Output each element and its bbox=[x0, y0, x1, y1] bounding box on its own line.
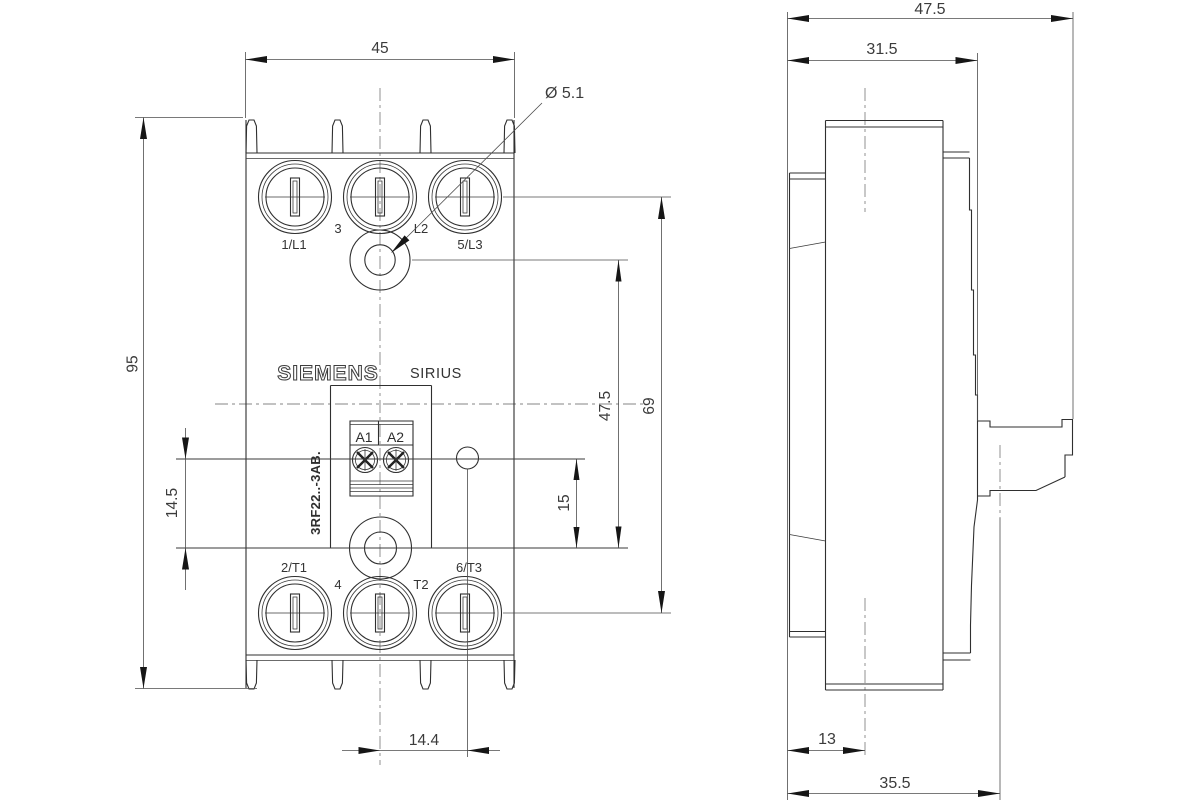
mounting-lug bbox=[245, 659, 258, 690]
brand-logo: SIEMENS bbox=[277, 362, 379, 385]
dim-text-block-to-hole: 14.5 bbox=[164, 488, 181, 518]
dim-depth-overall: 47.5 bbox=[787, 1, 1073, 22]
terminal-label: 6/T3 bbox=[456, 560, 482, 575]
top-mounting-hole bbox=[364, 244, 396, 276]
mounting-lug bbox=[331, 119, 344, 154]
dim-text-hole-spacing: 47.5 bbox=[597, 391, 614, 421]
terminal-label: 3 bbox=[334, 221, 341, 236]
dim-aux-offset: 14.4 bbox=[342, 732, 500, 754]
terminal-label: 5/L3 bbox=[457, 237, 482, 252]
terminal-label: 2/T1 bbox=[281, 560, 307, 575]
dim-front-height: 95 bbox=[125, 117, 257, 689]
dim-text-hole-diameter: Ø 5.1 bbox=[545, 85, 584, 102]
mounting-lug bbox=[245, 119, 258, 154]
terminal-label: 1/L1 bbox=[281, 237, 306, 252]
dim-text-aux-to-hole: 15 bbox=[556, 494, 573, 511]
coil-terminal-label-a1: A1 bbox=[355, 429, 372, 445]
terminal-label: T2 bbox=[413, 577, 428, 592]
mounting-lug bbox=[419, 659, 432, 690]
side-front-cover bbox=[788, 172, 826, 638]
side-centerlines bbox=[864, 88, 1001, 758]
dim-text-height: 95 bbox=[125, 355, 142, 372]
dim-front-width: 45 bbox=[245, 40, 515, 118]
terminal-label: L2 bbox=[414, 221, 428, 236]
coil-screw-a2 bbox=[382, 446, 410, 474]
dim-text-rail-axis: 35.5 bbox=[879, 775, 910, 792]
side-extension-lines bbox=[787, 12, 1074, 800]
front-centerlines bbox=[215, 88, 645, 765]
dim-text-depth-body: 31.5 bbox=[866, 41, 897, 58]
mounting-lug bbox=[503, 119, 516, 154]
hole-diameter-callout: Ø 5.1 bbox=[391, 85, 584, 253]
dim-text-depth-overall: 47.5 bbox=[914, 1, 945, 18]
front-body-outline bbox=[245, 119, 516, 690]
side-body-outline bbox=[824, 119, 944, 691]
model-number: 3RF22..-3AB. bbox=[308, 451, 323, 535]
dim-terminal-spacing: 69 bbox=[641, 197, 665, 613]
power-terminals: 1/L1 3 L2 5/L3 2/T1 4 T2 6/T3 bbox=[257, 159, 503, 651]
dim-text-aux-offset: 14.4 bbox=[409, 732, 440, 749]
coil-screw-a1 bbox=[351, 446, 379, 474]
terminal-6T3 bbox=[427, 575, 503, 651]
dim-text-screw-axis: 13 bbox=[818, 731, 836, 748]
terminal-2T1 bbox=[257, 575, 333, 651]
dim-hole-spacing: 47.5 bbox=[597, 260, 622, 548]
mounting-holes bbox=[348, 229, 413, 580]
terminal-1L1 bbox=[257, 159, 333, 235]
dim-rail-axis: 35.5 bbox=[787, 775, 1000, 797]
mounting-lug bbox=[419, 119, 432, 154]
dim-block-to-hole: 14.5 bbox=[164, 428, 189, 590]
dim-depth-body: 31.5 bbox=[787, 41, 978, 64]
dim-aux-to-hole: 15 bbox=[556, 459, 580, 548]
mounting-lug bbox=[503, 659, 516, 690]
terminal-label: 4 bbox=[334, 577, 341, 592]
coil-terminal-block: A1 A2 3RF22..-3AB. bbox=[308, 384, 433, 548]
terminal-5L3 bbox=[427, 159, 503, 235]
side-view: 47.5 31.5 13 35.5 bbox=[787, 1, 1074, 800]
top-mounting-hole-boss bbox=[349, 229, 411, 291]
auxiliary-hole bbox=[455, 446, 480, 470]
front-view: 1/L1 3 L2 5/L3 2/T1 4 T2 6/T3 SIEMENS SI… bbox=[125, 40, 671, 765]
series-label: SIRIUS bbox=[410, 366, 462, 382]
mounting-lug bbox=[331, 659, 344, 690]
dim-screw-axis: 13 bbox=[787, 731, 865, 754]
dim-text-width: 45 bbox=[371, 40, 388, 57]
side-rear-housing bbox=[943, 151, 979, 661]
dim-text-terminal-spacing: 69 bbox=[641, 397, 658, 414]
din-rail-bracket bbox=[977, 418, 1074, 497]
coil-terminal-label-a2: A2 bbox=[387, 429, 404, 445]
